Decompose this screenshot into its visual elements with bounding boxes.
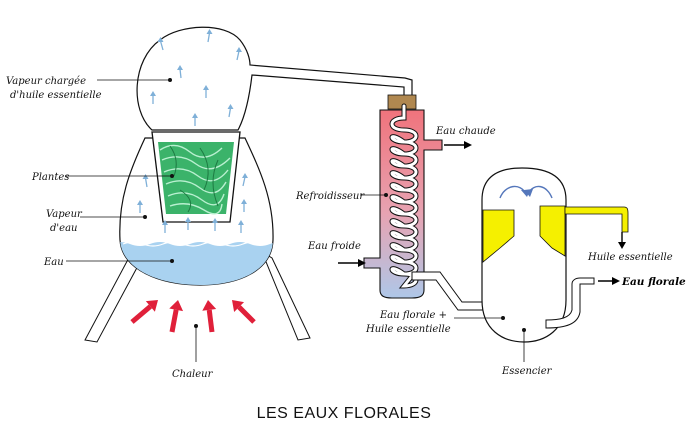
vapor-arrow-head bbox=[206, 29, 213, 34]
label-vapeur-chargee-2: d'huile essentielle bbox=[10, 90, 102, 101]
label-eau-florale: Eau florale bbox=[621, 276, 686, 288]
vapor-arrow-head bbox=[238, 220, 244, 225]
label-vapeur-eau-1: Vapeur bbox=[46, 209, 83, 220]
plants bbox=[159, 144, 231, 215]
label-plantes: Plantes bbox=[31, 172, 69, 183]
heat-arrows bbox=[130, 300, 256, 333]
label-vapeur-eau-2: d'eau bbox=[50, 223, 77, 234]
plant-basket bbox=[151, 131, 241, 223]
vapor-arrow-head bbox=[162, 220, 168, 225]
vapor-arrow bbox=[207, 32, 211, 43]
vapor-arrow-head bbox=[177, 65, 183, 70]
heat-arrow-head bbox=[169, 300, 184, 312]
oil-left bbox=[482, 209, 515, 263]
water bbox=[119, 242, 274, 285]
vapor-arrow-head bbox=[212, 218, 218, 223]
vapor-arrow bbox=[242, 176, 246, 187]
heat-arrow-head bbox=[232, 300, 245, 313]
vapor-arrow-head bbox=[227, 104, 234, 109]
label-vapeur-chargee-1: Vapeur chargée bbox=[6, 76, 86, 87]
heat-arrow bbox=[237, 305, 256, 324]
vapor-arrow-head bbox=[236, 47, 242, 52]
vapor-arrow bbox=[144, 177, 148, 188]
vapor-arrow-head bbox=[192, 113, 198, 118]
heat-arrow bbox=[206, 309, 215, 333]
vapor-arrow bbox=[179, 68, 182, 79]
still-dome bbox=[136, 26, 413, 131]
vapor-arrow bbox=[236, 50, 240, 61]
leader-lines bbox=[65, 78, 526, 362]
vapor-arrow-head bbox=[203, 85, 209, 90]
vapor-arrow-head bbox=[185, 217, 191, 222]
oil-right bbox=[539, 205, 566, 257]
heat-arrow-head bbox=[202, 300, 217, 311]
label-eau: Eau bbox=[43, 257, 64, 268]
coil-tube bbox=[390, 104, 418, 288]
label-huile-essentielle: Huile essentielle bbox=[587, 252, 673, 263]
label-eau-florale-huile-2: Huile essentielle bbox=[365, 324, 451, 335]
heat-arrow-head bbox=[145, 300, 158, 312]
vapor-arrow-head bbox=[137, 200, 143, 205]
label-essencier: Essencier bbox=[501, 366, 553, 377]
vapor-arrow-head bbox=[157, 37, 164, 42]
diagram-title: LES EAUX FLORALES bbox=[257, 405, 432, 422]
label-eau-froide: Eau froide bbox=[307, 241, 361, 252]
condenser bbox=[338, 94, 501, 311]
vapor-arrow-head bbox=[241, 199, 247, 204]
vapor-arrow-head bbox=[142, 174, 149, 179]
label-refroidisseur: Refroidisseur bbox=[295, 191, 365, 202]
essencier bbox=[481, 167, 629, 343]
label-chaleur: Chaleur bbox=[172, 369, 214, 380]
vapor-arrow-head bbox=[150, 91, 156, 96]
heat-arrow bbox=[130, 304, 152, 324]
heat-arrow bbox=[169, 309, 179, 333]
label-eau-florale-huile-1: Eau florale + bbox=[379, 310, 447, 321]
vapor-arrow bbox=[159, 40, 164, 51]
vapor-arrows bbox=[137, 29, 248, 233]
condenser-coil bbox=[389, 103, 419, 289]
label-eau-chaude: Eau chaude bbox=[435, 126, 496, 137]
vapor-arrow-head bbox=[242, 173, 248, 178]
vapor-arrow bbox=[228, 107, 232, 118]
